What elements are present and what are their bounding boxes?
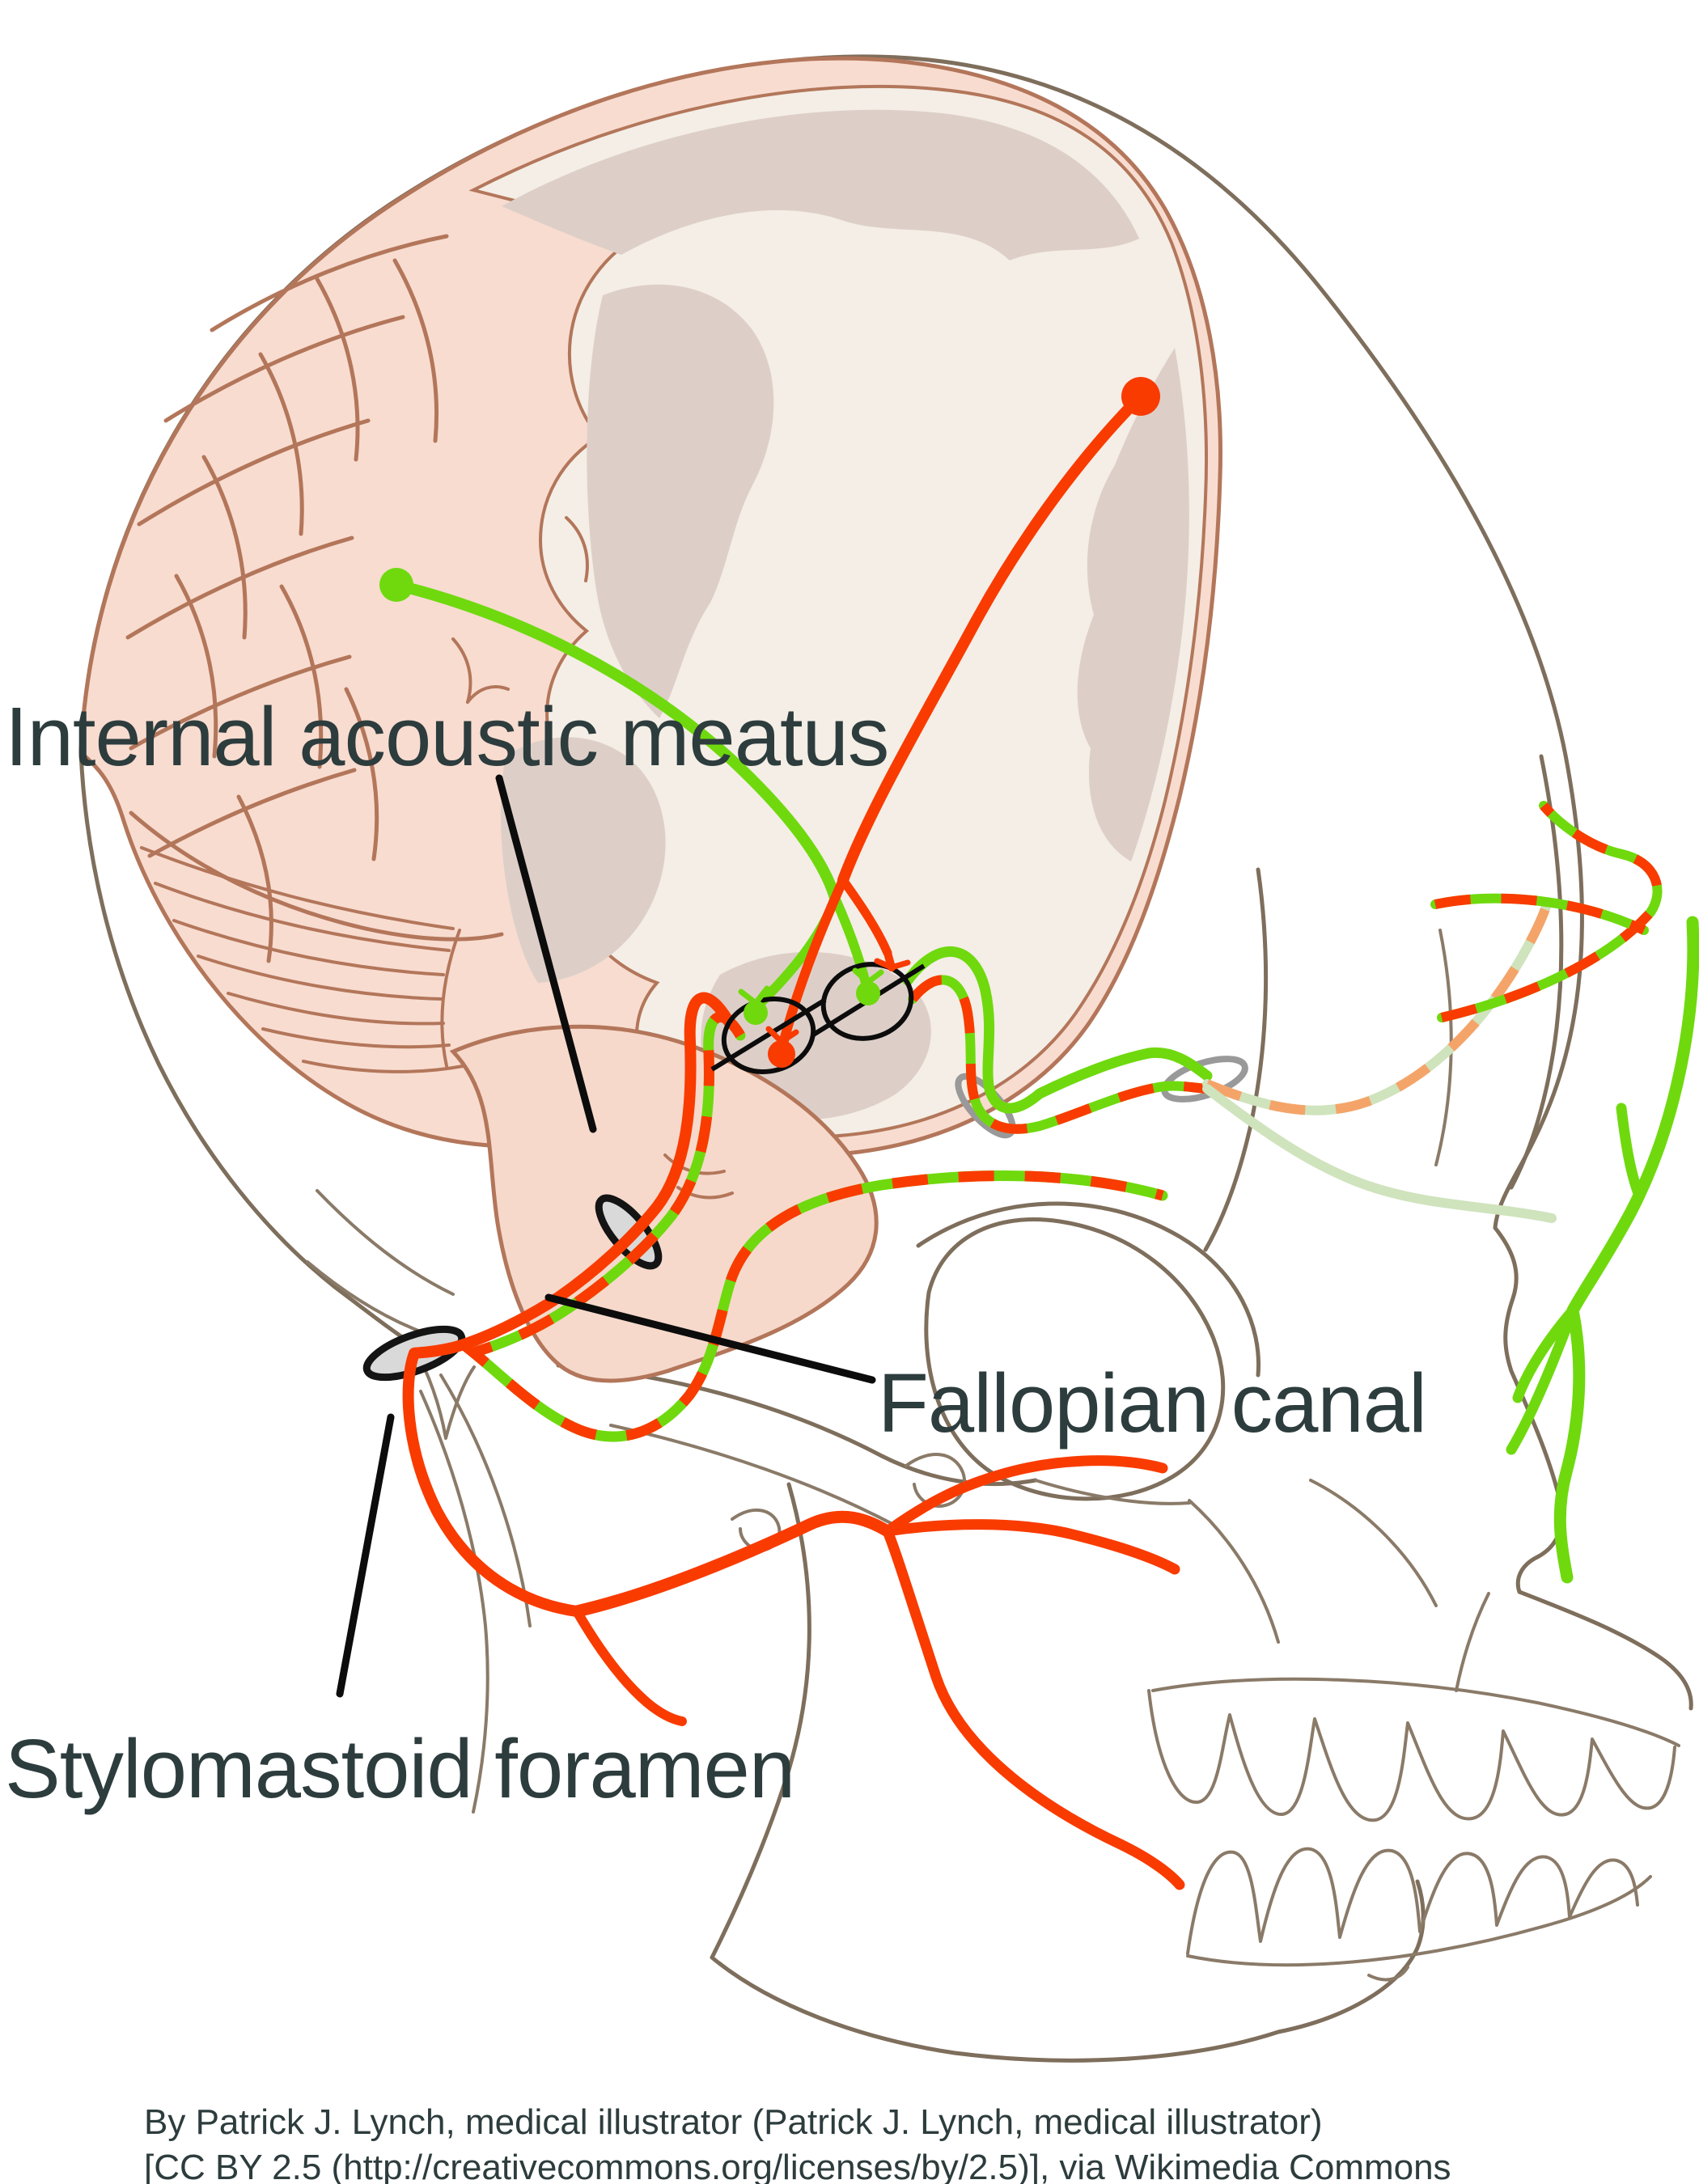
temporal-dashed-branches bbox=[1430, 801, 1663, 1022]
gyri-bands bbox=[500, 109, 1189, 1120]
attribution: By Patrick J. Lynch, medical illustrator… bbox=[144, 2100, 1451, 2184]
arrow-stylomastoid-foramen bbox=[336, 1413, 391, 1698]
cortex-gyri-lines bbox=[125, 234, 449, 963]
petrosal-nerve-bundle bbox=[902, 946, 1213, 1134]
attribution-line-1: By Patrick J. Lynch, medical illustrator… bbox=[144, 2102, 1323, 2142]
mixed-nerve-dashed bbox=[462, 1012, 1168, 1442]
facial-green-branches bbox=[1506, 916, 1699, 1584]
faded-deep-nerves bbox=[1202, 899, 1557, 1223]
arrow-fallopian-canal bbox=[544, 1297, 876, 1384]
cerebellum bbox=[129, 811, 504, 1073]
label-fallopian-canal: Fallopian canal bbox=[878, 1357, 1427, 1450]
arrow-internal-acoustic-meatus bbox=[495, 774, 593, 1133]
nerve-nuclei bbox=[710, 949, 926, 1075]
label-stylomastoid-foramen: Stylomastoid foramen bbox=[5, 1722, 795, 1815]
attribution-line-2: [CC BY 2.5 (http://creativecommons.org/l… bbox=[144, 2148, 1451, 2184]
label-internal-acoustic-meatus: Internal acoustic meatus bbox=[5, 690, 889, 783]
brain-coronal-section bbox=[78, 56, 1222, 1383]
facial-nerve-trunk-red bbox=[402, 992, 1185, 1890]
annotation-arrows bbox=[336, 774, 876, 1698]
